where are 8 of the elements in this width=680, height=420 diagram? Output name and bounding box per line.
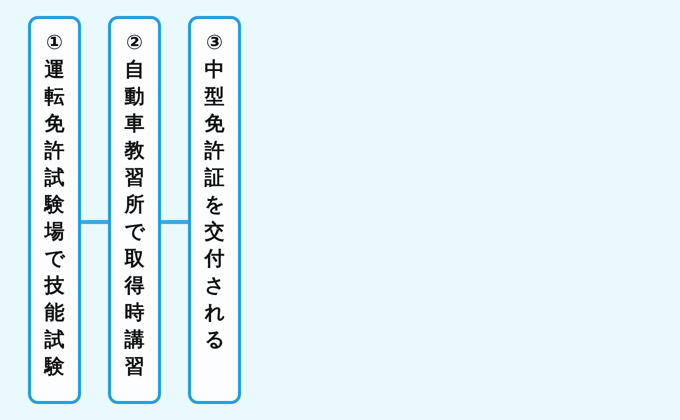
step-box — [28, 16, 81, 404]
step-label: ③中型免許証を交付される — [204, 29, 226, 353]
step-label: ②自動車教習所で取得時講習 — [124, 29, 146, 380]
step-box — [108, 16, 161, 404]
connector-line — [81, 220, 108, 224]
step-box — [188, 16, 241, 404]
connector-line — [161, 220, 188, 224]
step-label: ①運転免許試験場で技能試験 — [44, 29, 66, 380]
